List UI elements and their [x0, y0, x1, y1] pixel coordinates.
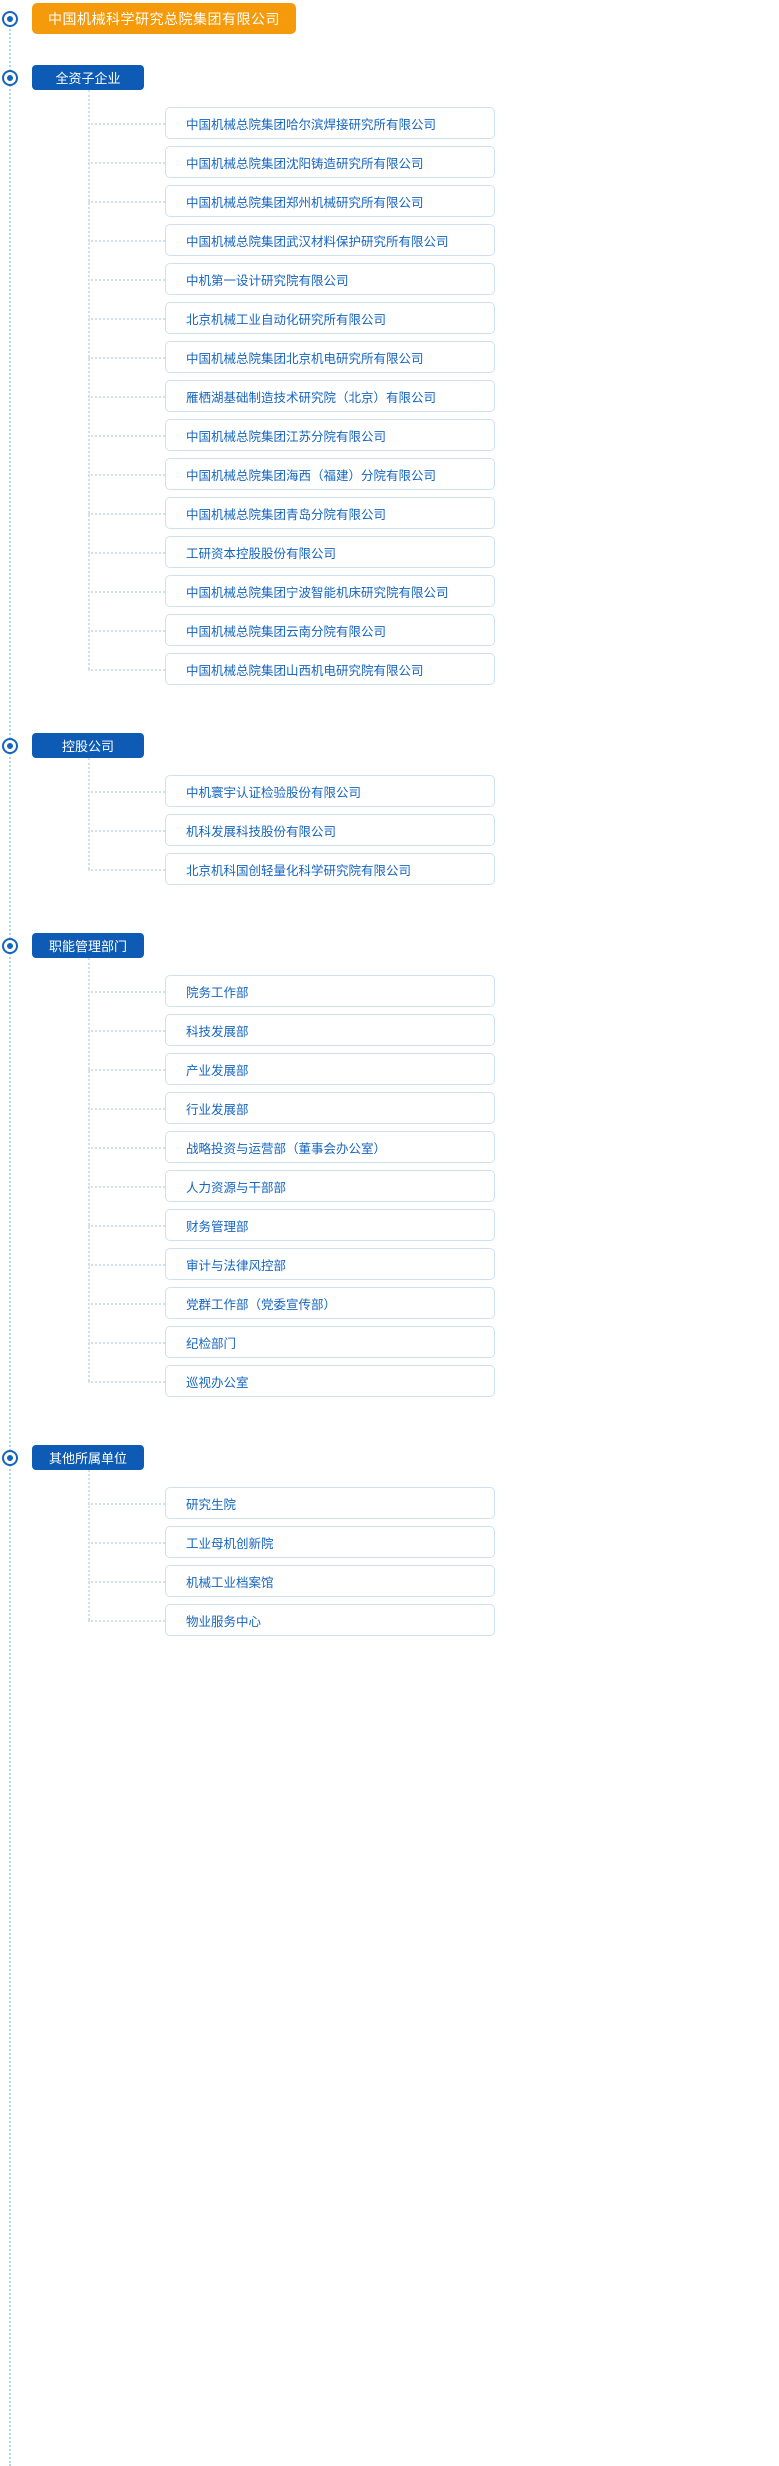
leaf-connector [88, 591, 165, 593]
leaf-connector [88, 1225, 165, 1227]
org-unit-card[interactable]: 中国机械总院集团武汉材料保护研究所有限公司 [165, 224, 495, 256]
org-unit-card[interactable]: 物业服务中心 [165, 1604, 495, 1636]
timeline-rail [9, 18, 11, 2466]
leaf-connector [88, 279, 165, 281]
org-unit-card[interactable]: 中国机械总院集团江苏分院有限公司 [165, 419, 495, 451]
leaf-connector [88, 1186, 165, 1188]
org-unit-card[interactable]: 研究生院 [165, 1487, 495, 1519]
leaf-connector [88, 630, 165, 632]
leaf-connector [88, 1264, 165, 1266]
leaf-connector [88, 1342, 165, 1344]
leaf-connector [88, 1303, 165, 1305]
timeline-dot-2 [2, 737, 18, 754]
leaf-connector [88, 869, 165, 871]
leaf-connector [88, 240, 165, 242]
leaf-connector [88, 830, 165, 832]
leaf-connector [88, 1503, 165, 1505]
org-unit-card[interactable]: 中国机械总院集团北京机电研究所有限公司 [165, 341, 495, 373]
leaf-connector [88, 474, 165, 476]
org-unit-card[interactable]: 财务管理部 [165, 1209, 495, 1241]
leaf-connector [88, 669, 165, 671]
category-chip[interactable]: 全资子企业 [32, 65, 144, 90]
org-unit-card[interactable]: 中国机械总院集团山西机电研究院有限公司 [165, 653, 495, 685]
org-unit-card[interactable]: 工业母机创新院 [165, 1526, 495, 1558]
org-unit-card[interactable]: 北京机科国创轻量化科学研究院有限公司 [165, 853, 495, 885]
category-chip[interactable]: 其他所属单位 [32, 1445, 144, 1470]
branch-spine [88, 90, 90, 669]
org-unit-card[interactable]: 工研资本控股股份有限公司 [165, 536, 495, 568]
org-unit-card[interactable]: 中国机械总院集团宁波智能机床研究院有限公司 [165, 575, 495, 607]
leaf-connector [88, 991, 165, 993]
leaf-connector [88, 435, 165, 437]
root-node[interactable]: 中国机械科学研究总院集团有限公司 [32, 3, 296, 34]
org-unit-card[interactable]: 院务工作部 [165, 975, 495, 1007]
category-chip[interactable]: 控股公司 [32, 733, 144, 758]
leaf-connector [88, 513, 165, 515]
org-unit-card[interactable]: 机械工业档案馆 [165, 1565, 495, 1597]
org-unit-card[interactable]: 党群工作部（党委宣传部） [165, 1287, 495, 1319]
timeline-dot-root [2, 11, 18, 27]
leaf-connector [88, 201, 165, 203]
leaf-connector [88, 1542, 165, 1544]
org-unit-card[interactable]: 机科发展科技股份有限公司 [165, 814, 495, 846]
leaf-connector [88, 162, 165, 164]
org-unit-card[interactable]: 产业发展部 [165, 1053, 495, 1085]
org-unit-card[interactable]: 北京机械工业自动化研究所有限公司 [165, 302, 495, 334]
org-unit-card[interactable]: 雁栖湖基础制造技术研究院（北京）有限公司 [165, 380, 495, 412]
branch-spine [88, 1470, 90, 1620]
org-unit-card[interactable]: 人力资源与干部部 [165, 1170, 495, 1202]
org-unit-card[interactable]: 审计与法律风控部 [165, 1248, 495, 1280]
timeline-dot-1 [2, 69, 18, 86]
org-unit-card[interactable]: 中机第一设计研究院有限公司 [165, 263, 495, 295]
leaf-connector [88, 791, 165, 793]
org-unit-card[interactable]: 中国机械总院集团云南分院有限公司 [165, 614, 495, 646]
leaf-connector [88, 1030, 165, 1032]
leaf-connector [88, 552, 165, 554]
leaf-connector [88, 1581, 165, 1583]
org-unit-card[interactable]: 中国机械总院集团海西（福建）分院有限公司 [165, 458, 495, 490]
org-unit-card[interactable]: 中机寰宇认证检验股份有限公司 [165, 775, 495, 807]
org-unit-card[interactable]: 巡视办公室 [165, 1365, 495, 1397]
branch-spine [88, 958, 90, 1381]
leaf-connector [88, 1620, 165, 1622]
leaf-connector [88, 1108, 165, 1110]
leaf-connector [88, 1147, 165, 1149]
leaf-connector [88, 396, 165, 398]
leaf-connector [88, 318, 165, 320]
leaf-connector [88, 357, 165, 359]
leaf-connector [88, 1381, 165, 1383]
org-unit-card[interactable]: 中国机械总院集团哈尔滨焊接研究所有限公司 [165, 107, 495, 139]
branch-spine [88, 758, 90, 869]
leaf-connector [88, 1069, 165, 1071]
timeline-dot-4 [2, 1449, 18, 1466]
org-unit-card[interactable]: 中国机械总院集团青岛分院有限公司 [165, 497, 495, 529]
leaf-connector [88, 123, 165, 125]
category-chip[interactable]: 职能管理部门 [32, 933, 144, 958]
org-unit-card[interactable]: 战略投资与运营部（董事会办公室） [165, 1131, 495, 1163]
org-unit-card[interactable]: 行业发展部 [165, 1092, 495, 1124]
org-unit-card[interactable]: 纪检部门 [165, 1326, 495, 1358]
org-unit-card[interactable]: 科技发展部 [165, 1014, 495, 1046]
org-unit-card[interactable]: 中国机械总院集团郑州机械研究所有限公司 [165, 185, 495, 217]
org-unit-card[interactable]: 中国机械总院集团沈阳铸造研究所有限公司 [165, 146, 495, 178]
timeline-dot-3 [2, 937, 18, 954]
